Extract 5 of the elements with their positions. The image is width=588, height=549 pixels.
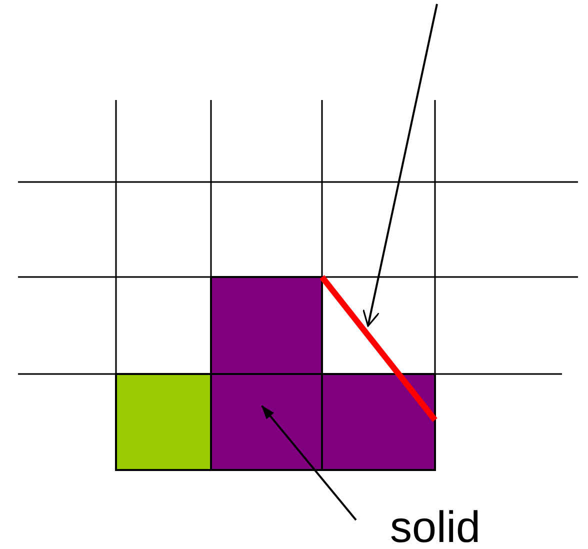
boundary-line bbox=[320, 275, 438, 422]
arrow bbox=[362, 4, 438, 327]
arrow bbox=[261, 405, 357, 521]
callout-label: solid bbox=[390, 506, 480, 549]
filled-cell bbox=[210, 373, 323, 471]
